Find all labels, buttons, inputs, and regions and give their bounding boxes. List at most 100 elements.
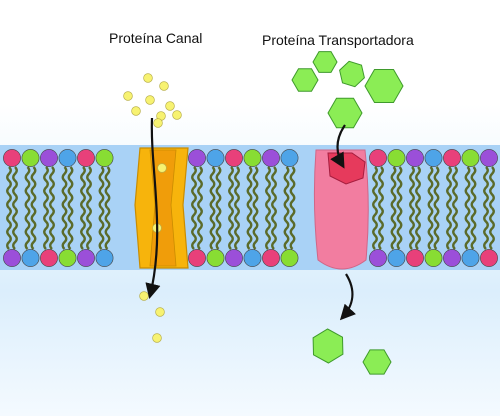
lipid-tail <box>49 207 55 250</box>
lipid-tail <box>452 166 458 209</box>
transporter-protein-label: Proteína Transportadora <box>262 32 414 48</box>
flow-arrows <box>145 117 357 321</box>
phospholipid-icon <box>225 149 243 267</box>
lipid-tail <box>433 207 440 250</box>
lipid-tail <box>30 207 37 250</box>
lipid-tail <box>86 207 92 250</box>
lipid-head <box>443 249 461 267</box>
small-yellow-molecule-icon <box>143 73 153 83</box>
lipid-tail <box>49 166 55 209</box>
lipid-tail <box>98 207 105 250</box>
lipid-tail <box>209 166 216 209</box>
transporter-exit-arrow <box>339 273 357 321</box>
lipid-tail <box>446 166 452 209</box>
lipid-tail <box>433 166 440 209</box>
phospholipid-icon <box>443 149 461 267</box>
lipid-tail <box>246 166 253 209</box>
small-yellow-molecule-icon <box>159 81 169 91</box>
lipid-tail <box>372 166 378 209</box>
lipid-tail <box>246 207 253 250</box>
lipid-head <box>225 149 243 167</box>
lipid-tail <box>452 207 458 250</box>
phospholipid-icon <box>262 149 280 267</box>
phospholipid-icon <box>243 149 262 267</box>
lipid-tail <box>191 207 197 250</box>
lipid-head <box>424 149 443 167</box>
lipid-tail <box>61 166 68 209</box>
lipid-tail <box>234 166 240 209</box>
phospholipid-icon <box>424 149 443 267</box>
lipid-tail <box>464 166 471 209</box>
lipid-head <box>188 249 206 267</box>
small-yellow-molecule-icon <box>157 163 167 173</box>
lipid-tail <box>409 207 415 250</box>
molecules <box>123 51 404 375</box>
lipid-head <box>387 149 406 167</box>
lipid-head <box>188 149 206 167</box>
lipid-head <box>40 249 58 267</box>
lipid-head <box>243 249 262 267</box>
membrane-proteins <box>134 147 369 270</box>
phospholipid-icon <box>206 149 225 267</box>
lipid-tail <box>98 166 105 209</box>
lipid-tail <box>415 207 421 250</box>
lipid-head <box>243 149 262 167</box>
lipid-tail <box>104 207 111 250</box>
lipid-tail <box>409 166 415 209</box>
small-yellow-molecule-icon <box>139 291 149 301</box>
lipid-tail <box>228 166 234 209</box>
small-yellow-molecule-icon <box>152 333 162 343</box>
lipid-head <box>461 149 480 167</box>
lipid-tail <box>6 207 12 250</box>
lipid-tail <box>215 166 222 209</box>
lipid-tail <box>390 207 397 250</box>
lipid-tail <box>427 207 434 250</box>
lipid-head <box>95 149 114 167</box>
channel-flow-arrow <box>145 117 161 299</box>
lipid-tail <box>209 207 216 250</box>
lipid-head <box>21 249 40 267</box>
lipid-tail <box>24 207 31 250</box>
phospholipid-icon <box>461 149 480 267</box>
lipid-tail <box>446 207 452 250</box>
lipid-head <box>95 249 114 267</box>
lipid-tail <box>396 207 403 250</box>
lipid-head <box>280 249 299 267</box>
small-yellow-molecule-icon <box>153 118 163 128</box>
lipid-head <box>21 149 40 167</box>
small-yellow-molecule-icon <box>155 307 165 317</box>
phospholipid-icon <box>3 149 21 267</box>
channel-protein-label: Proteína Canal <box>109 30 203 46</box>
lipid-tail <box>464 207 471 250</box>
lipid-head <box>369 249 387 267</box>
lipid-tail <box>427 166 434 209</box>
lipid-tail <box>234 207 240 250</box>
lipid-tail <box>489 207 495 250</box>
lipid-tail <box>228 207 234 250</box>
lipid-head <box>58 249 77 267</box>
green-hexagon-molecule-icon <box>327 97 363 129</box>
lipid-tail <box>289 207 296 250</box>
phospholipid-icon <box>406 149 424 267</box>
green-hexagon-molecule-icon <box>312 51 338 73</box>
lipid-tail <box>415 166 421 209</box>
lipid-tail <box>43 207 49 250</box>
lipid-tail <box>372 207 378 250</box>
lipid-head <box>406 249 424 267</box>
lipid-head <box>480 249 498 267</box>
phospholipid-icon <box>21 149 40 267</box>
lipid-tail <box>191 166 197 209</box>
lipid-tail <box>265 166 271 209</box>
lipid-tail <box>86 166 92 209</box>
transporter-entry-arrow <box>330 124 346 169</box>
phospholipid-icon <box>77 149 95 267</box>
lipid-head <box>3 249 21 267</box>
lipid-tail <box>283 207 290 250</box>
lipid-tail <box>12 207 18 250</box>
lipid-head <box>424 249 443 267</box>
small-yellow-molecule-icon <box>123 91 133 101</box>
lipid-head <box>406 149 424 167</box>
lipid-tail <box>24 166 31 209</box>
lipid-tail <box>483 166 489 209</box>
